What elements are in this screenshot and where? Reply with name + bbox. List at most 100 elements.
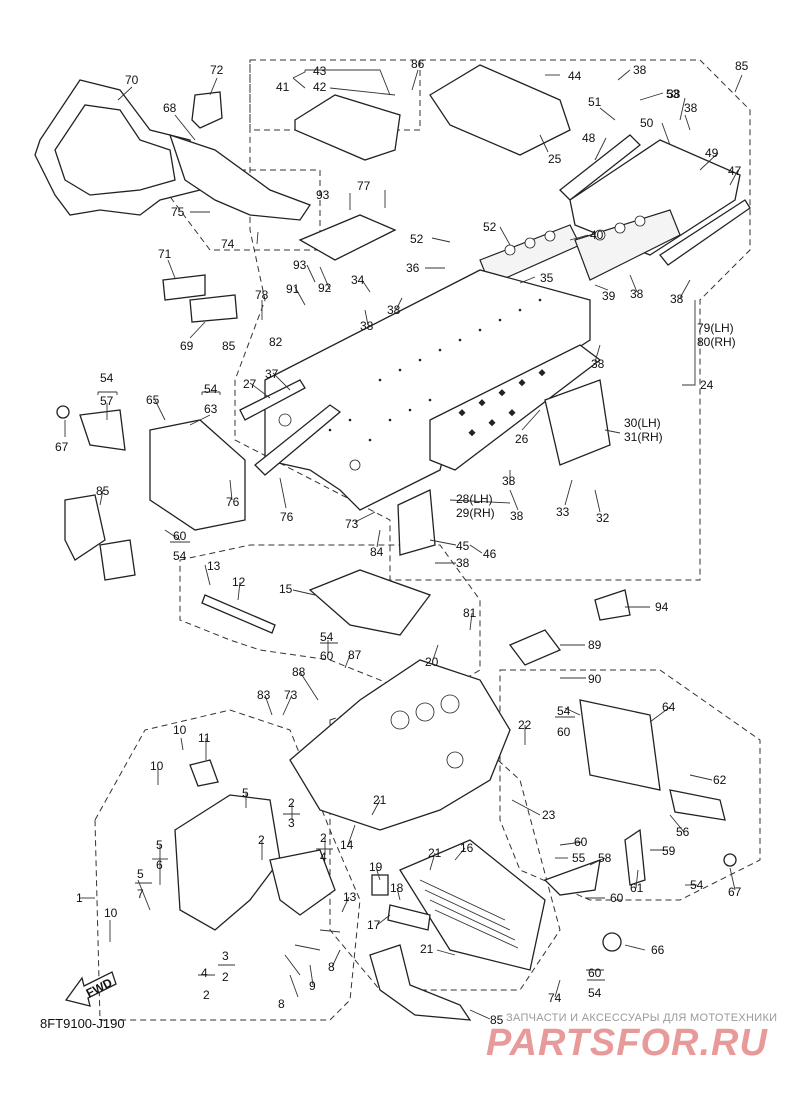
callout-92: 92 <box>318 281 332 295</box>
callout-9: 9 <box>309 979 316 993</box>
callout-54: 54 <box>557 704 571 718</box>
part-8-bolt-b <box>319 929 341 933</box>
callout-13: 13 <box>343 890 357 904</box>
callout-93: 93 <box>316 188 330 202</box>
callout-73: 73 <box>284 688 298 702</box>
callout-8: 8 <box>278 997 285 1011</box>
part-85-bearing <box>99 539 136 581</box>
part-68-stay <box>168 133 311 221</box>
part-72-bracket <box>191 91 223 129</box>
callout-50: 50 <box>640 116 654 130</box>
part-25-plate <box>429 64 571 156</box>
part-67-washer-b <box>723 853 737 867</box>
callout-11: 11 <box>198 731 211 745</box>
callout-69: 69 <box>180 339 194 353</box>
callout-74: 74 <box>221 237 235 251</box>
callout-35: 35 <box>540 271 554 285</box>
callout-66: 66 <box>651 943 665 957</box>
watermark-caption: ЗАПЧАСТИ И АКСЕССУАРЫ ДЛЯ МОТОТЕХНИКИ <box>506 1012 778 1024</box>
callout-76: 76 <box>280 510 294 524</box>
group-outline-54-right <box>499 669 761 901</box>
part-26-rail <box>429 344 602 471</box>
leader-lines <box>64 69 743 1020</box>
callout-82: 82 <box>269 335 283 349</box>
callout-2: 2 <box>203 988 210 1002</box>
callout-31-rh: 31(RH) <box>624 430 663 444</box>
callout-73: 73 <box>345 517 359 531</box>
callout-38: 38 <box>630 287 644 301</box>
callout-55: 55 <box>572 851 586 865</box>
callout-68: 68 <box>163 101 177 115</box>
part-26-diamonds <box>458 369 546 437</box>
part-9-bolt <box>294 944 321 951</box>
callout-79-lh: 79(LH) <box>697 321 734 335</box>
callout-3: 3 <box>288 816 295 830</box>
callout-38: 38 <box>670 292 684 306</box>
callout-49: 49 <box>705 146 719 160</box>
callout-94: 94 <box>655 600 669 614</box>
callout-38: 38 <box>684 101 698 115</box>
group-outline-upper-plate <box>249 59 421 131</box>
part-56-bracket <box>669 789 726 821</box>
callout-84: 84 <box>370 545 384 559</box>
callout-93: 93 <box>293 258 307 272</box>
part-12-shaft <box>201 594 276 634</box>
callout-67: 67 <box>55 440 69 454</box>
group-outline-24 <box>234 59 751 581</box>
callout-29-rh: 29(RH) <box>456 506 495 520</box>
callout-21: 21 <box>420 942 434 956</box>
part-24-main-frame <box>264 269 591 511</box>
watermark-brand: PARTSFOR.RU <box>486 1022 768 1064</box>
callout-19: 19 <box>369 860 383 874</box>
callout-21: 21 <box>373 793 387 807</box>
callout-80-rh: 80(RH) <box>697 335 736 349</box>
callout-75: 75 <box>171 205 185 219</box>
callout-85: 85 <box>490 1013 504 1027</box>
callout-33: 33 <box>556 505 570 519</box>
callout-62: 62 <box>713 773 727 787</box>
callout-38: 38 <box>510 509 524 523</box>
part-65-bracket <box>149 419 246 531</box>
part-57-bracket <box>79 409 126 451</box>
callout-57: 57 <box>100 394 114 408</box>
callout-3: 3 <box>222 949 229 963</box>
callout-89: 89 <box>588 638 602 652</box>
callout-41: 41 <box>276 80 290 94</box>
callout-70: 70 <box>125 73 139 87</box>
callout-32: 32 <box>596 511 610 525</box>
part-front-subframe <box>269 849 336 916</box>
part-85-lower-pipe <box>369 944 472 1021</box>
callout-10: 10 <box>173 723 187 737</box>
group-outlines <box>94 59 761 1021</box>
parts <box>34 64 751 1021</box>
callout-60: 60 <box>173 529 187 543</box>
part-center-frame <box>289 659 511 831</box>
callout-42: 42 <box>313 80 327 94</box>
callout-48: 48 <box>582 131 596 145</box>
callout-7: 7 <box>137 887 144 901</box>
callout-54: 54 <box>173 549 187 563</box>
callout-54: 54 <box>204 382 218 396</box>
callout-59: 59 <box>662 844 676 858</box>
callout-13: 13 <box>207 559 221 573</box>
callout-30-31: 30(LH) 31(RH) <box>624 416 664 444</box>
part-89-plate <box>508 629 562 666</box>
callout-5: 5 <box>156 838 163 852</box>
callout-4: 4 <box>320 850 327 864</box>
group-outline-lower <box>329 689 561 991</box>
part-27-strap <box>239 379 306 421</box>
callout-56: 56 <box>676 825 690 839</box>
part-48-rail <box>559 134 641 201</box>
part-69-pad <box>189 294 238 323</box>
group-brackets <box>97 391 605 981</box>
callout-60: 60 <box>320 649 334 663</box>
callout-85: 85 <box>222 339 236 353</box>
callout-74: 74 <box>548 991 562 1005</box>
callout-2: 2 <box>258 833 265 847</box>
callout-71: 71 <box>158 247 172 261</box>
callout-54: 54 <box>100 371 114 385</box>
callout-40: 40 <box>590 228 604 242</box>
diagram-code: 8FT9100-J190 <box>40 1016 125 1031</box>
callout-30-lh: 30(LH) <box>624 416 661 430</box>
part-17-pipe <box>387 904 431 931</box>
